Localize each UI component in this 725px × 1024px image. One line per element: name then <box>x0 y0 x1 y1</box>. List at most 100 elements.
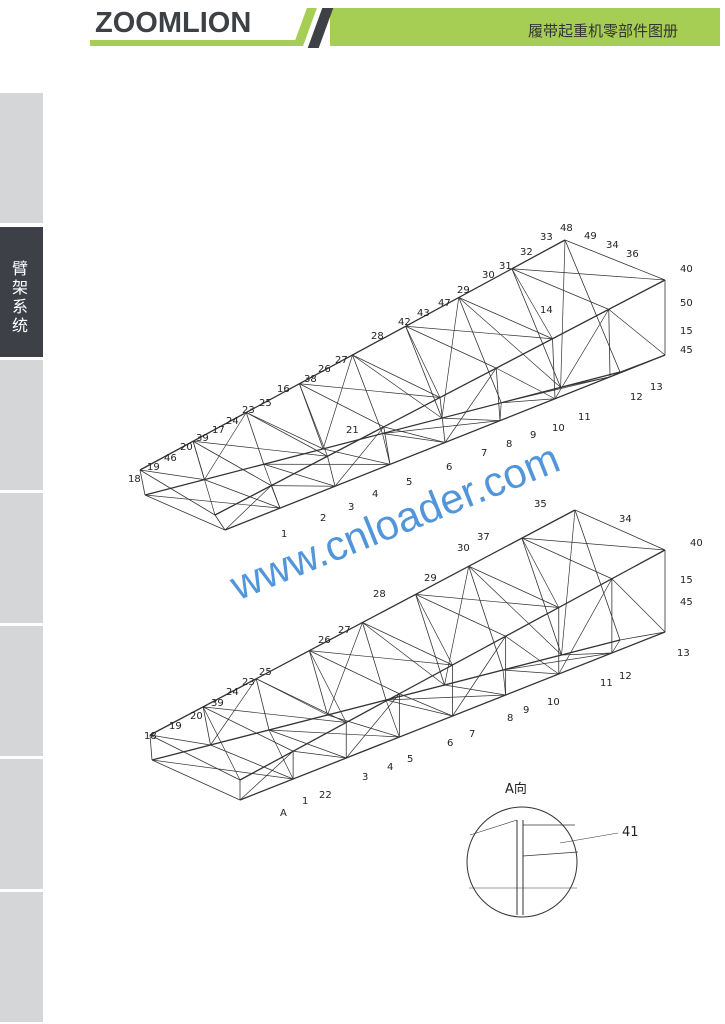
truss-member <box>511 268 609 310</box>
truss-member <box>405 326 443 419</box>
part-callout: 13 <box>677 648 690 659</box>
part-callout: 46 <box>164 453 177 464</box>
truss-member <box>139 469 216 516</box>
truss-member <box>246 412 324 450</box>
part-callout: 47 <box>438 298 451 309</box>
part-callout: 45 <box>680 345 693 356</box>
truss-member <box>452 636 506 717</box>
truss-member <box>144 494 281 509</box>
part-callout: 49 <box>584 231 597 242</box>
truss-member <box>308 650 328 716</box>
part-callout: 12 <box>630 392 643 403</box>
truss-member <box>193 440 328 457</box>
truss-member <box>203 706 347 723</box>
part-callout: 6 <box>447 738 453 749</box>
part-callout: 15 <box>680 575 693 586</box>
logo-underline <box>90 40 295 46</box>
truss-member <box>468 565 559 608</box>
part-callout: 29 <box>424 573 437 584</box>
catalog-title: 履带起重机零部件图册 <box>528 22 679 40</box>
part-callout: 35 <box>534 499 547 510</box>
part-callout: 7 <box>481 448 487 459</box>
part-callout: 31 <box>499 261 512 272</box>
part-callout: 20 <box>190 711 203 722</box>
part-callout: 18 <box>144 731 157 742</box>
truss-member <box>619 354 666 373</box>
part-callout: 30 <box>457 543 470 554</box>
truss-member <box>505 635 559 675</box>
truss-member <box>608 309 611 377</box>
section-tab[interactable]: 臂架系统 <box>0 227 43 357</box>
section-tab[interactable] <box>0 93 43 223</box>
truss-member <box>352 354 443 419</box>
part-callout: 25 <box>259 398 272 409</box>
section-tab[interactable] <box>0 759 43 889</box>
truss-member <box>511 268 561 388</box>
truss-member <box>352 354 441 398</box>
part-callout: 20 <box>180 442 193 453</box>
truss-member <box>611 639 621 654</box>
truss-member <box>382 433 391 465</box>
truss-member <box>139 469 205 480</box>
section-tab[interactable] <box>0 626 43 756</box>
part-callout: 13 <box>650 382 663 393</box>
truss-member <box>468 566 504 671</box>
part-callout: 10 <box>552 423 565 434</box>
truss-member <box>521 537 562 656</box>
part-callout: 3 <box>348 502 354 513</box>
part-callout: 12 <box>619 671 632 682</box>
part-callout: 34 <box>606 240 619 251</box>
truss-member <box>399 693 453 717</box>
truss-member <box>502 652 612 671</box>
truss-member <box>564 239 621 373</box>
truss-member <box>192 440 272 486</box>
truss-member <box>521 537 560 608</box>
detail-view-circle <box>466 806 578 918</box>
part-callout: A <box>280 808 287 819</box>
part-callout: 11 <box>600 678 613 689</box>
truss-member <box>214 514 226 531</box>
truss-member <box>496 367 556 400</box>
part-callout: 15 <box>680 326 693 337</box>
truss-member <box>268 729 347 759</box>
part-callout: 17 <box>212 425 225 436</box>
truss-member <box>439 397 446 443</box>
detail-part-label: 41 <box>622 825 639 840</box>
truss-member <box>271 485 336 487</box>
truss-member <box>139 469 146 496</box>
truss-member <box>149 734 211 746</box>
truss-member <box>619 631 666 641</box>
part-callout: 28 <box>371 331 384 342</box>
truss-member <box>263 464 281 509</box>
truss-member <box>405 325 553 340</box>
part-callout: 9 <box>530 430 536 441</box>
section-tab[interactable] <box>0 493 43 623</box>
truss-member <box>552 338 556 399</box>
part-callout: 33 <box>540 232 553 243</box>
truss-member <box>558 578 613 675</box>
truss-member <box>383 426 446 443</box>
truss-member <box>202 706 211 746</box>
section-tab[interactable] <box>0 360 43 490</box>
truss-member <box>149 734 153 761</box>
part-callout: 5 <box>407 754 413 765</box>
header-banner <box>330 8 720 46</box>
part-callout: 45 <box>680 597 693 608</box>
truss-member <box>458 297 553 340</box>
truss-member <box>405 326 441 398</box>
part-callout: 40 <box>680 264 693 275</box>
truss-member <box>151 759 294 780</box>
part-callout: 4 <box>387 762 393 773</box>
truss-member <box>501 376 611 404</box>
truss-member <box>458 297 502 403</box>
truss-member <box>327 622 363 716</box>
part-callout: 37 <box>477 532 490 543</box>
truss-member <box>151 759 241 801</box>
part-callout: 27 <box>338 625 351 636</box>
part-callout: 25 <box>259 667 272 678</box>
section-tab[interactable] <box>0 892 43 1022</box>
truss-member <box>458 297 561 388</box>
truss-member <box>309 650 453 666</box>
part-callout: 8 <box>507 713 513 724</box>
